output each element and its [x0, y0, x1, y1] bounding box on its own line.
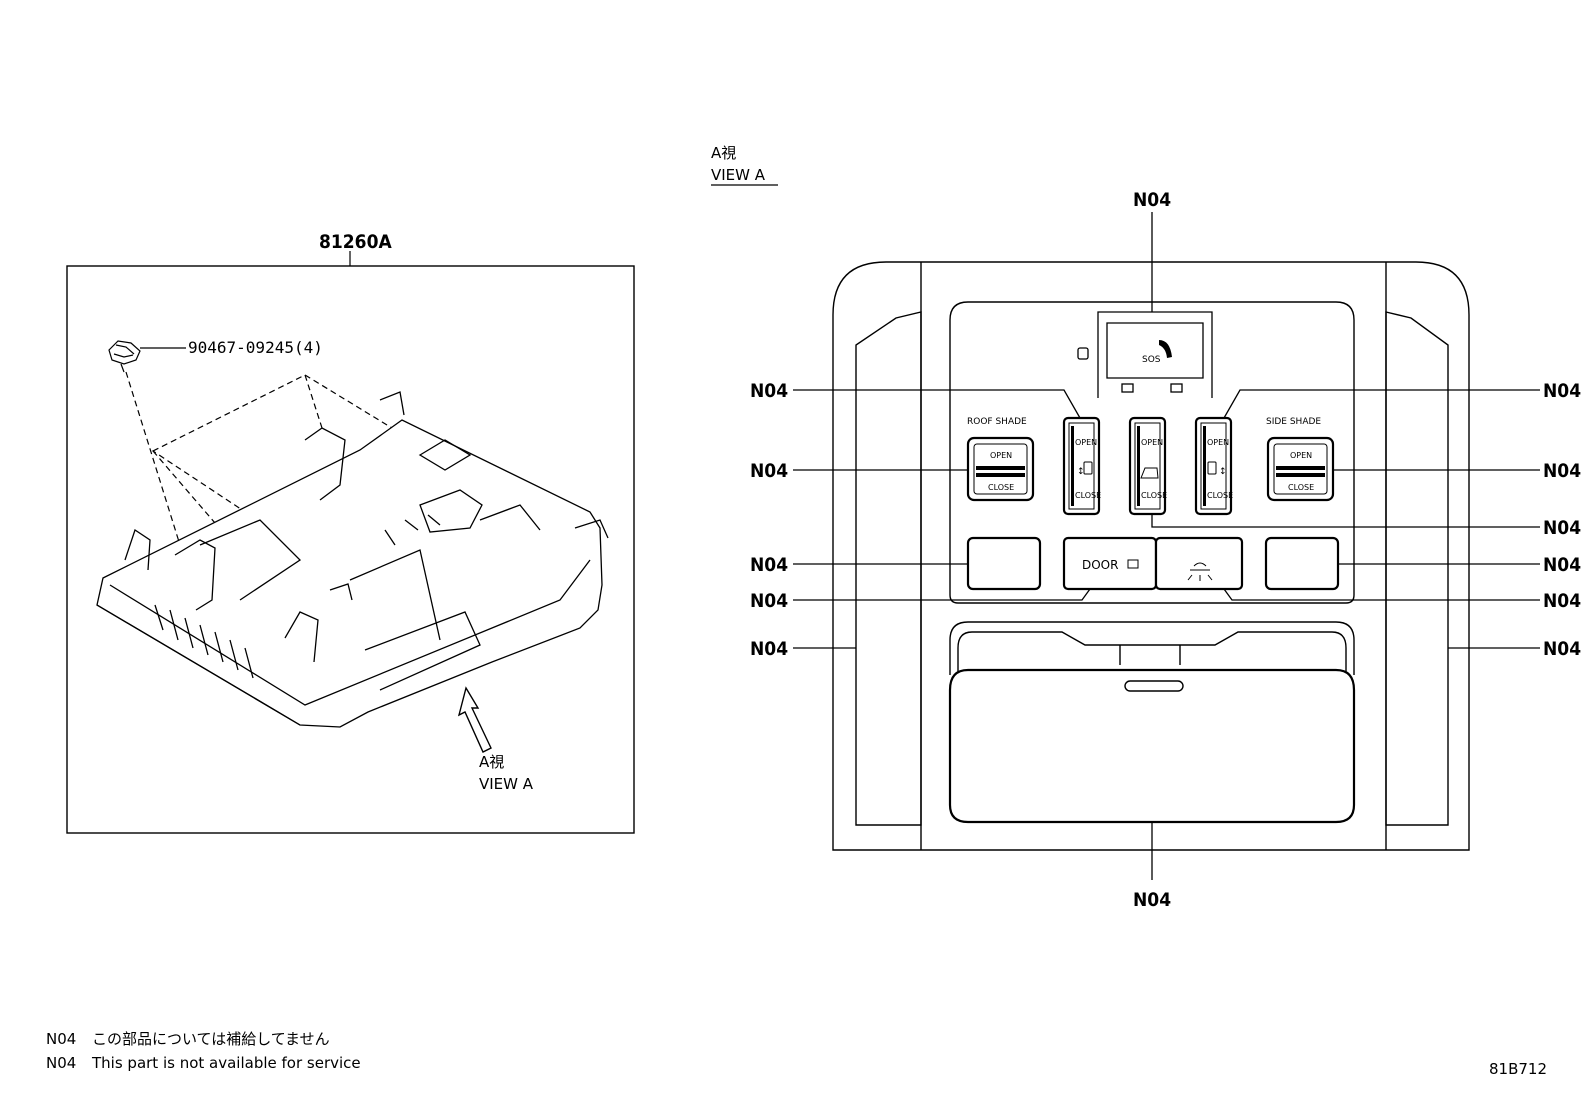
callout-n04-r1: N04 [1543, 380, 1581, 402]
seat-switch-right[interactable]: OPEN CLOSE ↕ [1194, 416, 1233, 516]
blank-button-right[interactable] [1264, 536, 1340, 591]
console-bezel [832, 261, 1470, 851]
figure-id: 81B712 [1489, 1060, 1547, 1078]
door-switch-center[interactable]: OPEN CLOSE [1128, 416, 1167, 516]
roof-shade-close-label: CLOSE [988, 483, 1014, 492]
callout-n04-l3: N04 [750, 554, 788, 576]
seat-left-close-label: CLOSE [1075, 491, 1101, 500]
callout-n04-bottom: N04 [1133, 889, 1171, 911]
seat-switch-left[interactable]: OPEN CLOSE ↕ [1062, 416, 1101, 516]
n04-callouts: N04 N04 N04 N04 N04 N04 N04 N04 N04 N04 … [750, 189, 1581, 911]
side-shade-label: SIDE SHADE [1266, 417, 1321, 427]
callout-n04-l5: N04 [750, 638, 788, 660]
callout-n04-r4: N04 [1543, 554, 1581, 576]
footnotes: N04 この部品については補給してません N04 This part is no… [46, 1030, 361, 1072]
roof-shade-open-label: OPEN [990, 451, 1012, 460]
phone-icon [1159, 340, 1172, 358]
side-shade-switch[interactable]: OPEN CLOSE [1266, 436, 1335, 502]
callout-n04-top: N04 [1133, 189, 1171, 211]
callout-n04-l2: N04 [750, 460, 788, 482]
door-center-open-label: OPEN [1141, 438, 1163, 447]
note-text-jp: この部品については補給してません [92, 1030, 330, 1048]
blank-button-left[interactable] [966, 536, 1042, 591]
roof-shade-label: ROOF SHADE [967, 417, 1027, 427]
note-text-en: This part is not available for service [91, 1054, 361, 1072]
view-ref-left-en: VIEW A [479, 775, 534, 793]
view-ref-right-jp: A視 [711, 144, 736, 162]
assembly-section: 81260A 90467-09245(4) [66, 231, 635, 834]
callout-n04-l1: N04 [750, 380, 788, 402]
roof-shade-switch[interactable]: OPEN CLOSE [966, 436, 1035, 502]
callout-n04-r2: N04 [1543, 460, 1581, 482]
door-label: DOOR [1082, 558, 1118, 572]
assembly-frame [66, 265, 635, 834]
storage-compartment[interactable] [948, 621, 1356, 824]
sos-module [1077, 311, 1213, 398]
callout-n04-l4: N04 [750, 590, 788, 612]
view-ref-left-jp: A視 [479, 753, 504, 771]
seat-right-close-label: CLOSE [1207, 491, 1233, 500]
view-ref-right-en: VIEW A [711, 166, 766, 184]
note-code-jp: N04 [46, 1030, 76, 1048]
door-center-close-label: CLOSE [1141, 491, 1167, 500]
callout-n04-r3: N04 [1543, 517, 1581, 539]
callout-n04-r5: N04 [1543, 590, 1581, 612]
view-a-section: A視 VIEW A SOS ROOF SHADE SIDE SHADE [711, 144, 1581, 911]
van-door-icon [1140, 467, 1159, 479]
updown-arrow-icon: ↕ [1077, 467, 1085, 477]
callout-n04-r6: N04 [1543, 638, 1581, 660]
note-code-en: N04 [46, 1054, 76, 1072]
seat-left-open-label: OPEN [1075, 438, 1097, 447]
console-housing [96, 391, 609, 728]
sos-label: SOS [1142, 355, 1161, 365]
side-shade-close-label: CLOSE [1288, 483, 1314, 492]
door-lamp-icon [1127, 559, 1139, 569]
dome-light-icon [1187, 562, 1213, 581]
leader-lines [793, 212, 1540, 880]
screw-clip-icon [108, 340, 141, 373]
screw-part-number: 90467-09245(4) [188, 338, 323, 357]
seat-right-open-label: OPEN [1207, 438, 1229, 447]
side-shade-open-label: OPEN [1290, 451, 1312, 460]
assembly-part-number: 81260A [319, 231, 392, 253]
updown-arrow-icon-2: ↕ [1219, 467, 1227, 477]
view-arrow-icon [457, 686, 492, 753]
